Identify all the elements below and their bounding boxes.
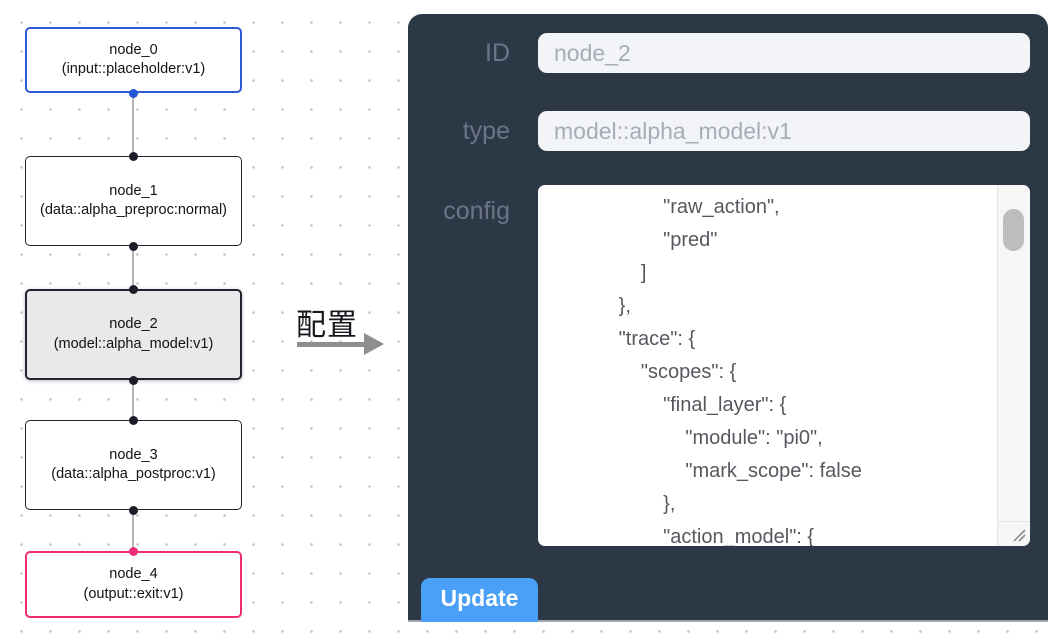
- resize-handle-icon[interactable]: [1011, 527, 1027, 543]
- config-scrollbar[interactable]: [997, 185, 1030, 546]
- node-title: node_4: [109, 566, 158, 582]
- configure-arrow: [297, 342, 364, 347]
- node-title: node_1: [109, 182, 158, 199]
- port-node3-source[interactable]: [128, 505, 138, 515]
- port-node4-target[interactable]: [128, 546, 138, 556]
- node-subtitle: (input::placeholder:v1): [61, 61, 206, 77]
- config-textarea[interactable]: "raw_action", "pred" ] }, "trace": { "sc…: [538, 185, 1030, 546]
- update-button[interactable]: Update: [421, 578, 538, 622]
- flow-node-node2[interactable]: node_2 (model::alpha_model:v1): [25, 289, 242, 380]
- node-subtitle: (model::alpha_model:v1): [53, 335, 214, 352]
- node-title: node_3: [109, 446, 158, 463]
- port-node1-target[interactable]: [128, 151, 138, 161]
- port-node3-target[interactable]: [128, 415, 138, 425]
- node-title: node_0: [109, 41, 158, 58]
- node-subtitle: (data::alpha_postproc:v1): [51, 466, 216, 482]
- port-node0-source[interactable]: [128, 88, 138, 98]
- node-title: node_2: [109, 316, 158, 332]
- configure-label: 配置: [296, 309, 358, 342]
- flow-node-node4[interactable]: node_4 (output::exit:v1): [25, 551, 242, 618]
- scrollbar-corner: [997, 521, 1030, 546]
- id-label: ID: [485, 39, 510, 67]
- node-subtitle: (data::alpha_preproc:normal): [40, 202, 227, 218]
- configure-arrow-head-icon: [364, 333, 384, 355]
- edge-node3-node4: [132, 510, 134, 551]
- port-node2-source[interactable]: [128, 375, 138, 385]
- config-json-text: "raw_action", "pred" ] }, "trace": { "sc…: [618, 196, 862, 546]
- config-scrollbar-thumb[interactable]: [1003, 209, 1024, 251]
- node-subtitle: (output::exit:v1): [83, 585, 184, 602]
- flow-node-node1[interactable]: node_1 (data::alpha_preproc:normal): [25, 156, 242, 246]
- edge-node1-node2: [132, 246, 134, 289]
- port-node2-target[interactable]: [128, 284, 138, 294]
- id-input[interactable]: [538, 33, 1030, 73]
- flow-node-node0[interactable]: node_0 (input::placeholder:v1): [25, 27, 242, 93]
- edge-node0-node1: [132, 93, 134, 156]
- port-node1-source[interactable]: [128, 241, 138, 251]
- type-input[interactable]: [538, 111, 1030, 151]
- config-panel: ID type config "raw_action", "pred" ] },…: [408, 14, 1048, 622]
- edge-node2-node3: [132, 380, 134, 420]
- flow-node-node3[interactable]: node_3 (data::alpha_postproc:v1): [25, 420, 242, 510]
- type-label: type: [462, 117, 510, 145]
- config-label: config: [443, 197, 510, 225]
